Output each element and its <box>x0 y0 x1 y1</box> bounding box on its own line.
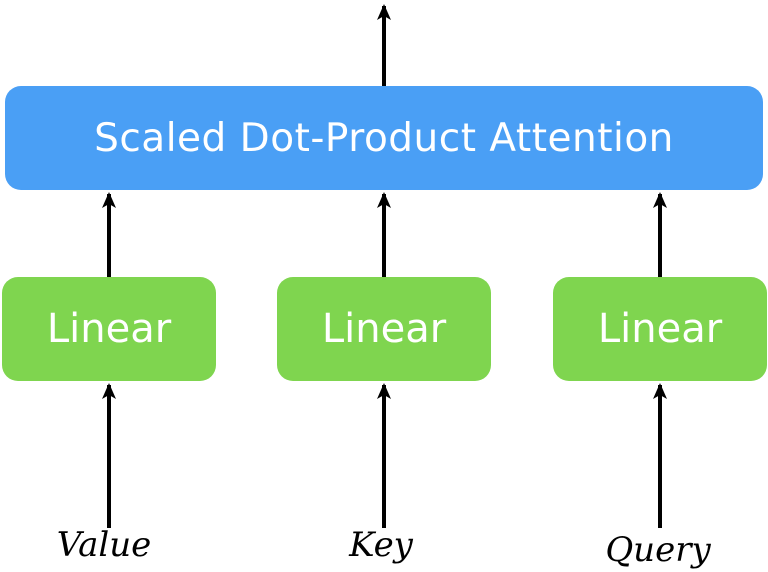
linear-value-block: Linear <box>2 277 216 381</box>
linear-query-block: Linear <box>553 277 767 381</box>
input-query-label: Query <box>605 530 711 570</box>
input-key-label: Key <box>349 525 413 565</box>
attention-block: Scaled Dot-Product Attention <box>5 86 763 190</box>
linear-key-block: Linear <box>277 277 491 381</box>
input-value-label: Value <box>56 525 152 565</box>
